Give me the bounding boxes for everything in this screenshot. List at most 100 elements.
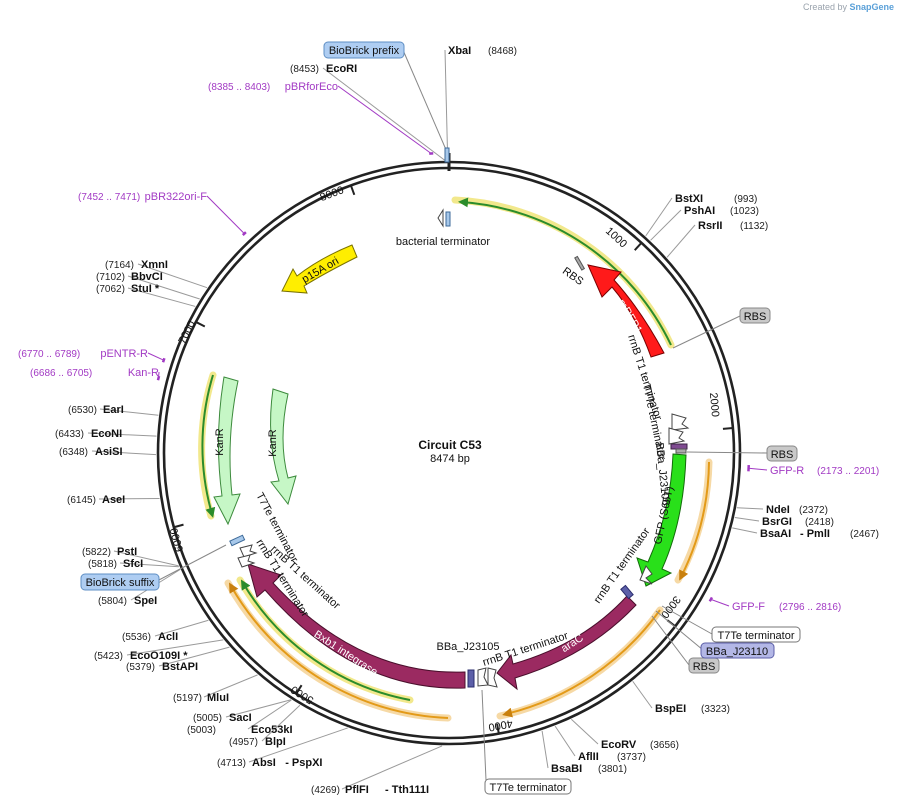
bba-j23105-feature[interactable] xyxy=(467,669,475,688)
enzyme-site-extra-7[interactable]: - PmlI xyxy=(800,528,830,540)
enzyme-site-label-26[interactable]: EcoNI xyxy=(91,428,122,440)
enzyme-site-label-6[interactable]: BsrGI xyxy=(762,516,792,528)
enzyme-site-label-16[interactable]: SacI xyxy=(229,712,252,724)
bba-j23110-feature[interactable] xyxy=(620,584,634,600)
enzyme-site-position-21: (5804) xyxy=(98,596,127,607)
enzyme-site-label-11[interactable]: BsaBI xyxy=(551,763,582,775)
enzyme-site-label-21[interactable]: SpeI xyxy=(134,595,157,607)
primer-label-3[interactable]: Kan-R xyxy=(128,367,159,379)
gfp-feature-arrow[interactable] xyxy=(636,453,687,587)
primer-range-0: (8385 .. 8403) xyxy=(208,82,270,93)
credit-prefix: Created by xyxy=(802,2,847,12)
site-leader-10 xyxy=(554,725,576,757)
primer-label-2[interactable]: pENTR-R xyxy=(100,348,148,360)
enzyme-site-label-7[interactable]: BsaAI xyxy=(760,528,791,540)
site-leader-4 xyxy=(666,224,696,258)
rbs-box-2[interactable] xyxy=(766,445,798,462)
biobrick-prefix-box[interactable] xyxy=(323,41,405,59)
enzyme-site-label-23[interactable]: PstI xyxy=(117,546,137,558)
enzyme-site-position-5: (2372) xyxy=(799,505,828,516)
primer-label-1[interactable]: pBR322ori-F xyxy=(145,191,208,203)
enzyme-site-label-0[interactable]: XbaI xyxy=(448,45,471,57)
rbs-feature-mrfp1[interactable] xyxy=(574,255,586,271)
enzyme-site-label-8[interactable]: BspEI xyxy=(655,703,686,715)
primer-label-5[interactable]: GFP-F xyxy=(732,601,765,613)
enzyme-site-extra-12[interactable]: - Tth111I xyxy=(385,784,429,796)
p15a-ori-feature-arrow[interactable] xyxy=(281,244,358,294)
arc-bxb1-annotation-outer-line xyxy=(229,582,449,719)
site-leader-23 xyxy=(113,550,179,567)
enzyme-site-label-12[interactable]: PflFI xyxy=(345,784,369,796)
gfp-rbs-feature[interactable] xyxy=(675,448,687,454)
site-leader-25 xyxy=(91,450,157,456)
enzyme-site-label-2[interactable]: BstXI xyxy=(675,193,703,205)
enzyme-site-label-1[interactable]: EcoRI xyxy=(326,63,357,75)
enzyme-site-label-5[interactable]: NdeI xyxy=(766,504,790,516)
enzyme-site-label-10[interactable]: AflII xyxy=(578,751,599,763)
bba-j23106-feature[interactable] xyxy=(670,443,688,450)
tick-label-7000: 7000 xyxy=(176,319,198,346)
enzyme-site-label-4[interactable]: RsrII xyxy=(698,220,722,232)
primer-label-4[interactable]: GFP-R xyxy=(770,465,804,477)
kanr-feature-arrow-outer[interactable] xyxy=(213,376,241,526)
enzyme-site-label-19[interactable]: EcoO109I * xyxy=(130,650,188,662)
site-leader-11 xyxy=(541,730,549,769)
enzyme-site-label-17[interactable]: MluI xyxy=(207,692,229,704)
enzyme-site-label-22[interactable]: SfcI xyxy=(123,558,143,570)
enzyme-site-label-9[interactable]: EcoRV xyxy=(601,739,637,751)
site-leader-19 xyxy=(126,639,224,656)
enzyme-site-label-28[interactable]: StuI * xyxy=(131,283,160,295)
biobrick-suffix-feature[interactable] xyxy=(229,534,246,547)
bxb1-integrase-feature-arrow[interactable] xyxy=(247,563,466,689)
snapgene-credit: Created by SnapGene xyxy=(803,2,894,12)
enzyme-site-label-25[interactable]: AsiSI xyxy=(95,446,123,458)
bacterial-terminator-feature[interactable] xyxy=(445,211,451,227)
bba-j23110-box-label: BBa_J23110 xyxy=(706,646,768,658)
enzyme-site-position-16: (5005) xyxy=(193,713,222,724)
enzyme-site-position-28: (7062) xyxy=(96,284,125,295)
bacterial-terminator-arrow-icon xyxy=(437,208,444,228)
biobrick-suffix-box[interactable] xyxy=(80,573,160,591)
mrfp1-feature-arrow[interactable] xyxy=(587,264,665,358)
t7te-terminator-box-bottom-label: T7Te terminator xyxy=(489,782,566,794)
enzyme-site-label-24[interactable]: AseI xyxy=(102,494,125,506)
rbs-box-1[interactable] xyxy=(739,307,771,324)
t7te-terminator-box-right-label: T7Te terminator xyxy=(717,630,794,642)
enzyme-site-label-27[interactable]: EarI xyxy=(103,404,124,416)
site-leader-28 xyxy=(127,287,196,307)
enzyme-site-extra-13[interactable]: - PspXI xyxy=(285,757,322,769)
rbs-leader-1 xyxy=(672,315,741,349)
site-leader-18 xyxy=(158,646,230,667)
rrnb-terminator-arrow-icon-2 xyxy=(639,565,653,585)
bba-j23105-label: BBa_J23105 xyxy=(437,641,500,653)
enzyme-site-label-20[interactable]: AclI xyxy=(158,631,178,643)
biobrick-suffix-label: BioBrick suffix xyxy=(86,577,155,589)
arac-feature-arrow[interactable] xyxy=(496,595,637,691)
enzyme-site-label-30[interactable]: XmnI xyxy=(141,259,168,271)
enzyme-site-label-18[interactable]: BstAPI xyxy=(162,661,198,673)
enzyme-site-label-29[interactable]: BbvCI xyxy=(131,271,163,283)
enzyme-site-position-4: (1132) xyxy=(740,221,768,232)
enzyme-site-label-13[interactable]: AbsI xyxy=(252,757,276,769)
snapgene-logo-text: SnapGene xyxy=(849,2,894,12)
bba-j23110-box[interactable] xyxy=(700,642,775,659)
enzyme-site-label-14[interactable]: BlpI xyxy=(265,736,286,748)
primer-marker-2 xyxy=(161,357,166,363)
primer-label-0[interactable]: pBRforEco xyxy=(285,81,338,93)
rbs-box-1-label: RBS xyxy=(744,311,767,323)
t7te-terminator-box-bottom[interactable] xyxy=(484,778,572,795)
enzyme-site-position-29: (7102) xyxy=(96,272,125,283)
biobrick-suffix-leader xyxy=(156,544,227,582)
enzyme-site-position-7: (2467) xyxy=(850,529,879,540)
primer-leader-2 xyxy=(147,352,164,361)
tick-mark-6000 xyxy=(173,523,184,529)
site-leader-9 xyxy=(571,718,599,745)
kanr-feature-arrow-inner[interactable] xyxy=(270,388,297,506)
t7te-terminator-box-right[interactable] xyxy=(711,626,801,643)
primer-leader-4 xyxy=(748,467,768,471)
enzyme-site-label-15[interactable]: Eco53kI xyxy=(251,724,293,736)
enzyme-site-label-3[interactable]: PshAI xyxy=(684,205,715,217)
site-leader-27 xyxy=(99,408,159,416)
site-leader-6 xyxy=(734,517,760,522)
